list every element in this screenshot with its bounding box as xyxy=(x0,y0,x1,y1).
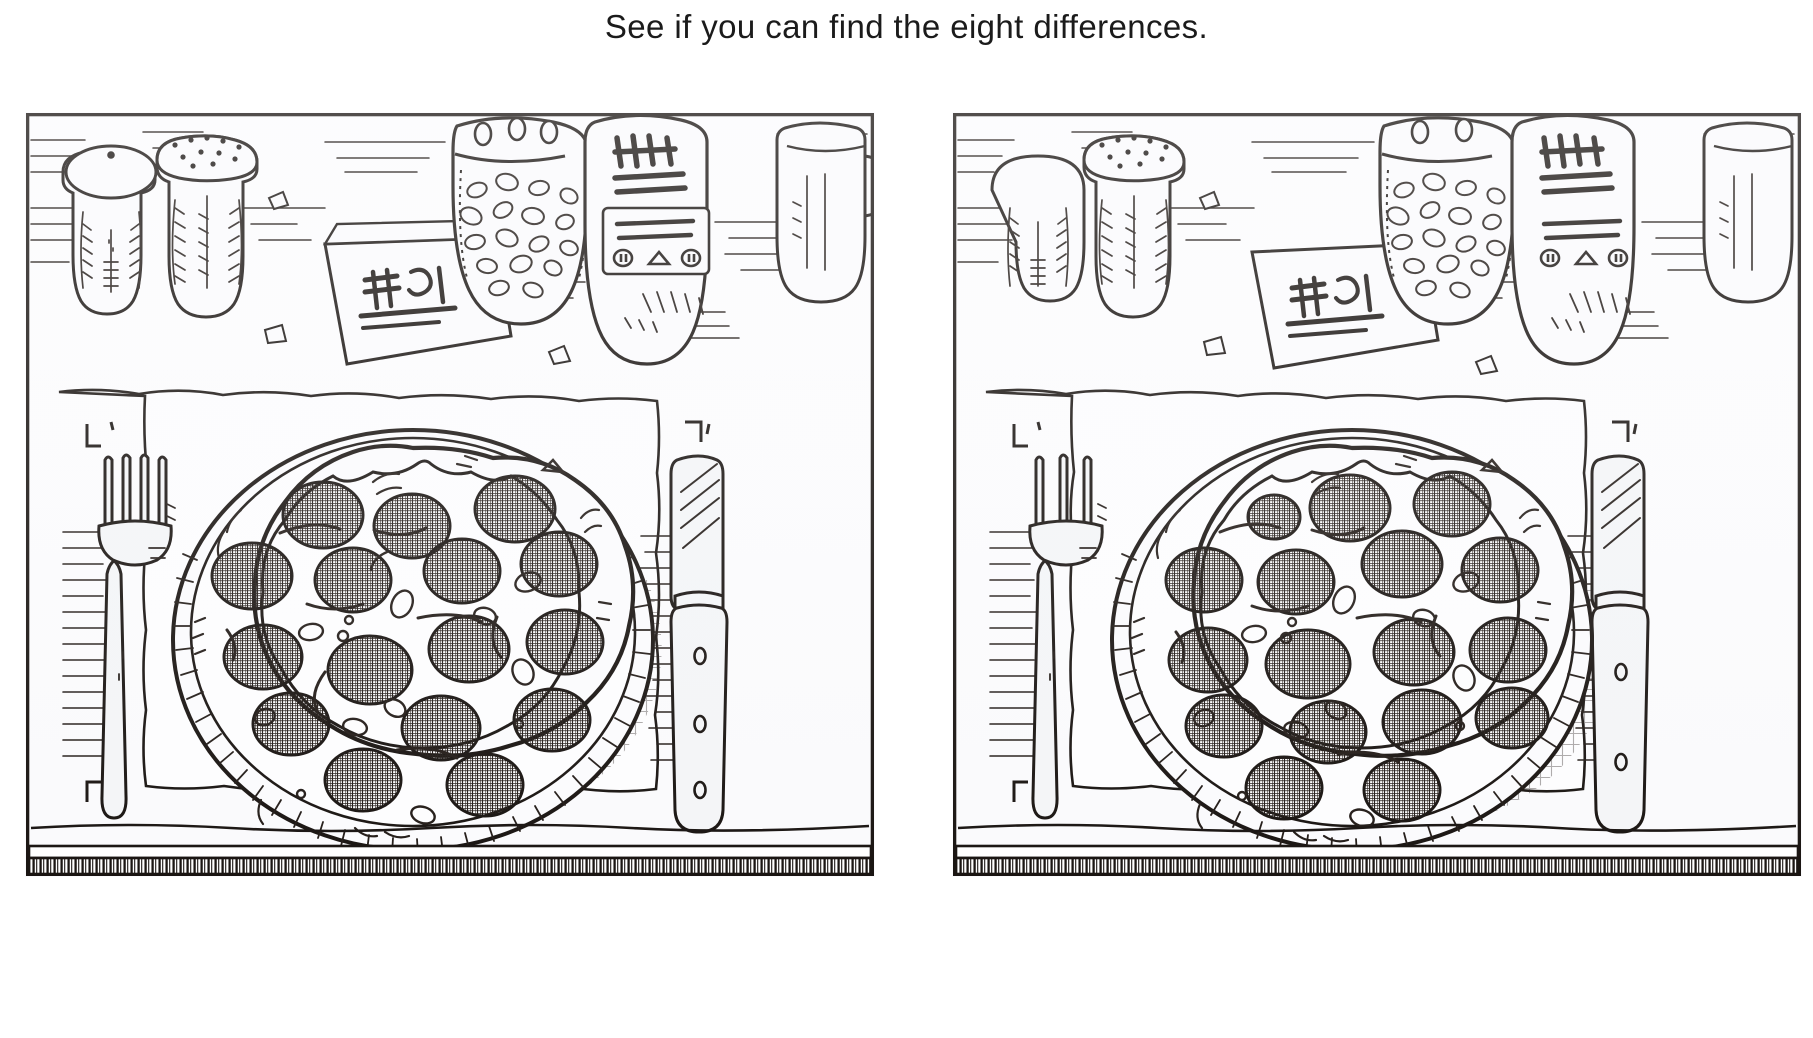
cheese-shaker[interactable] xyxy=(1510,113,1636,366)
drinking-glass[interactable] xyxy=(775,121,875,304)
plate-stipple xyxy=(1112,553,1590,856)
puzzle-panel-left[interactable] xyxy=(25,112,875,877)
salt-shaker-cap xyxy=(64,144,158,200)
pepper-jar-lid-holes xyxy=(473,116,559,147)
cheese-shaker-shading xyxy=(1551,291,1631,333)
cheese-shaker[interactable] xyxy=(583,113,711,366)
fork[interactable] xyxy=(97,453,176,820)
table-edge xyxy=(27,823,873,876)
crumbs xyxy=(1198,190,1499,376)
napkin-print xyxy=(1285,273,1385,338)
knife-blade-hatching xyxy=(1601,463,1641,549)
pepper-jar-lid-line xyxy=(454,152,566,164)
fork-neck xyxy=(1028,519,1104,567)
salt-shaker[interactable] xyxy=(990,154,1086,303)
knife-handle xyxy=(1590,603,1650,834)
pepper-jar[interactable] xyxy=(451,116,589,326)
cheese-shaker-icons xyxy=(612,248,702,268)
pepper-jar-lid-holes xyxy=(1410,117,1474,145)
pepper-shaker-cap xyxy=(155,134,259,183)
fork-neck xyxy=(97,519,173,567)
fork[interactable] xyxy=(1028,453,1107,820)
pepper-shaker-cap xyxy=(1082,134,1186,183)
pizza[interactable] xyxy=(1130,443,1575,843)
pepper-jar[interactable] xyxy=(1378,116,1516,326)
salt-shaker[interactable] xyxy=(61,144,158,316)
pepperoni-group xyxy=(210,474,605,818)
table-edge xyxy=(954,823,1800,876)
pizza-toppings xyxy=(225,523,542,825)
pepper-shaker[interactable] xyxy=(1082,134,1186,319)
pepper-shaker[interactable] xyxy=(155,134,259,319)
pizza-toppings xyxy=(1174,522,1480,828)
knife-rivets xyxy=(1614,662,1628,772)
cheese-shaker-icons xyxy=(1539,248,1629,268)
cheese-shaker-top-label xyxy=(1539,133,1615,195)
pepper-shaker-holes xyxy=(172,135,242,169)
right-picture-svg xyxy=(952,112,1802,877)
page-title: See if you can find the eight difference… xyxy=(604,8,1209,45)
knife-blade-hatching xyxy=(680,463,720,549)
pepper-flakes xyxy=(459,172,579,299)
salt-shaker-hole xyxy=(107,151,115,159)
knife-handle xyxy=(669,603,729,834)
drinking-glass[interactable] xyxy=(1702,121,1794,304)
pizza-crust-marks xyxy=(191,454,613,839)
pizza[interactable] xyxy=(191,443,636,839)
knife[interactable] xyxy=(1590,454,1650,834)
crumbs xyxy=(263,190,572,366)
napkin-print xyxy=(358,265,458,330)
plate-stipple xyxy=(173,553,651,856)
knife[interactable] xyxy=(669,454,729,834)
cheese-shaker-shading xyxy=(624,291,704,333)
puzzle-panel-right[interactable] xyxy=(952,112,1802,877)
pepper-jar-lid-line xyxy=(1381,152,1493,164)
pizza-crust-marks xyxy=(1130,454,1552,843)
cheese-shaker-top-label xyxy=(612,133,688,195)
pepper-flakes xyxy=(1386,172,1506,299)
pepper-shaker-holes xyxy=(1099,135,1169,169)
knife-rivets xyxy=(693,646,707,800)
left-picture-svg xyxy=(25,112,875,877)
